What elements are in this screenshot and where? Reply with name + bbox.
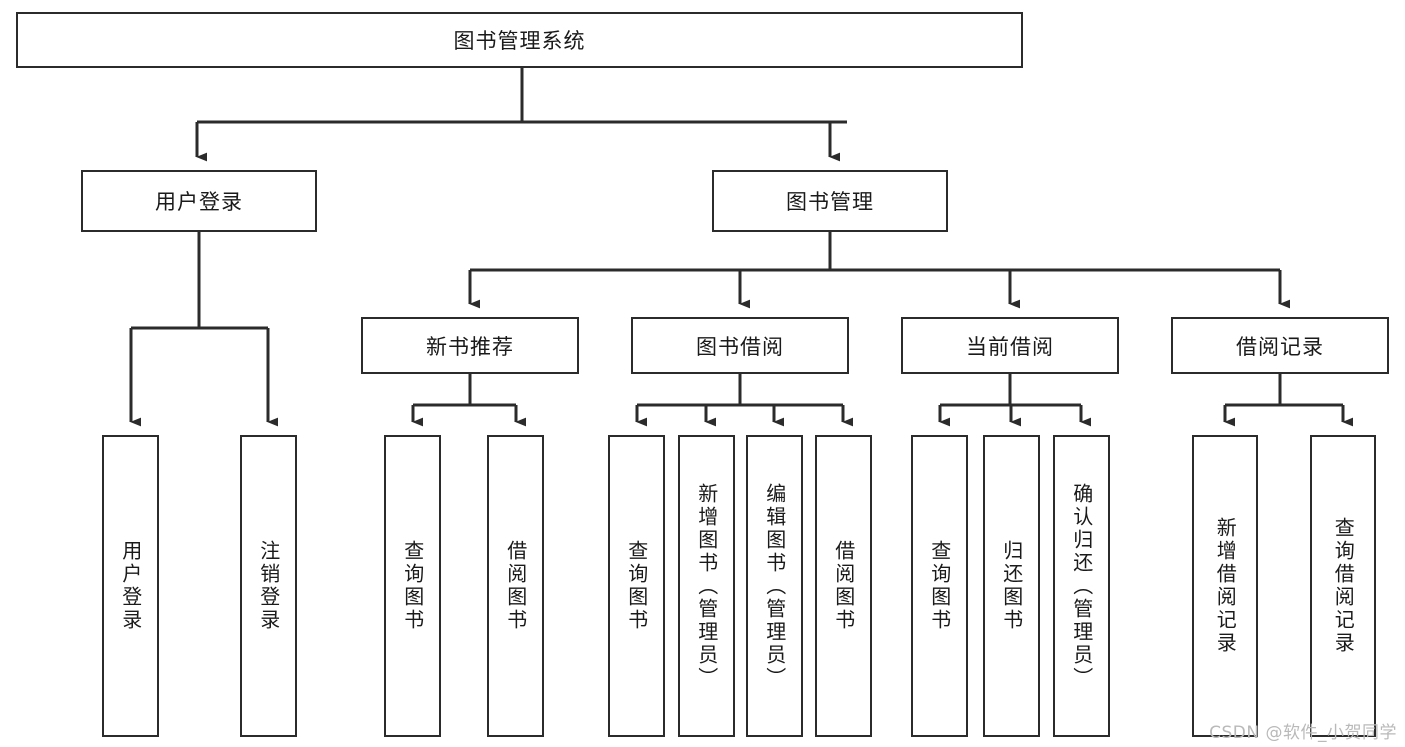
- node-label: 编辑图书（管理员）: [762, 482, 787, 690]
- leaf-query-book-recommend[interactable]: 查询图书: [384, 435, 441, 737]
- node-book-borrow[interactable]: 图书借阅: [631, 317, 849, 374]
- node-label: 借阅记录: [1236, 334, 1324, 359]
- leaf-borrow-book-recommend[interactable]: 借阅图书: [487, 435, 544, 737]
- node-label: 查询图书: [400, 540, 425, 632]
- node-label: 注销登录: [256, 540, 281, 632]
- node-label: 图书管理系统: [453, 29, 586, 53]
- node-label: 借阅图书: [831, 540, 856, 632]
- node-label: 新增借阅记录: [1213, 517, 1238, 655]
- node-book-management[interactable]: 图书管理: [712, 170, 948, 232]
- node-label: 新书推荐: [426, 334, 514, 359]
- node-user-login[interactable]: 用户登录: [81, 170, 317, 232]
- node-label: 用户登录: [118, 540, 143, 632]
- leaf-add-book-admin[interactable]: 新增图书（管理员）: [678, 435, 735, 737]
- node-label: 图书管理: [786, 190, 874, 214]
- csdn-watermark: CSDN @软件_小贺同学: [1209, 723, 1397, 743]
- node-label: 归还图书: [999, 540, 1024, 632]
- node-label: 查询借阅记录: [1331, 517, 1356, 655]
- node-label: 查询图书: [624, 540, 649, 632]
- node-label: 确认归还（管理员）: [1069, 482, 1094, 690]
- node-label: 当前借阅: [966, 334, 1054, 359]
- leaf-edit-book-admin[interactable]: 编辑图书（管理员）: [746, 435, 803, 737]
- leaf-query-borrow-record[interactable]: 查询借阅记录: [1310, 435, 1376, 737]
- leaf-user-login[interactable]: 用户登录: [102, 435, 159, 737]
- node-root-book-management-system[interactable]: 图书管理系统: [16, 12, 1023, 68]
- node-label: 查询图书: [927, 540, 952, 632]
- leaf-logout[interactable]: 注销登录: [240, 435, 297, 737]
- node-label: 借阅图书: [503, 540, 528, 632]
- node-label: 用户登录: [155, 190, 243, 214]
- node-label: 图书借阅: [696, 334, 784, 359]
- node-label: 新增图书（管理员）: [694, 482, 719, 690]
- leaf-query-book-current[interactable]: 查询图书: [911, 435, 968, 737]
- leaf-query-book-borrow[interactable]: 查询图书: [608, 435, 665, 737]
- leaf-borrow-book[interactable]: 借阅图书: [815, 435, 872, 737]
- leaf-confirm-return-admin[interactable]: 确认归还（管理员）: [1053, 435, 1110, 737]
- node-new-book-recommend[interactable]: 新书推荐: [361, 317, 579, 374]
- node-borrow-record[interactable]: 借阅记录: [1171, 317, 1389, 374]
- leaf-add-borrow-record[interactable]: 新增借阅记录: [1192, 435, 1258, 737]
- node-current-borrow[interactable]: 当前借阅: [901, 317, 1119, 374]
- leaf-return-book[interactable]: 归还图书: [983, 435, 1040, 737]
